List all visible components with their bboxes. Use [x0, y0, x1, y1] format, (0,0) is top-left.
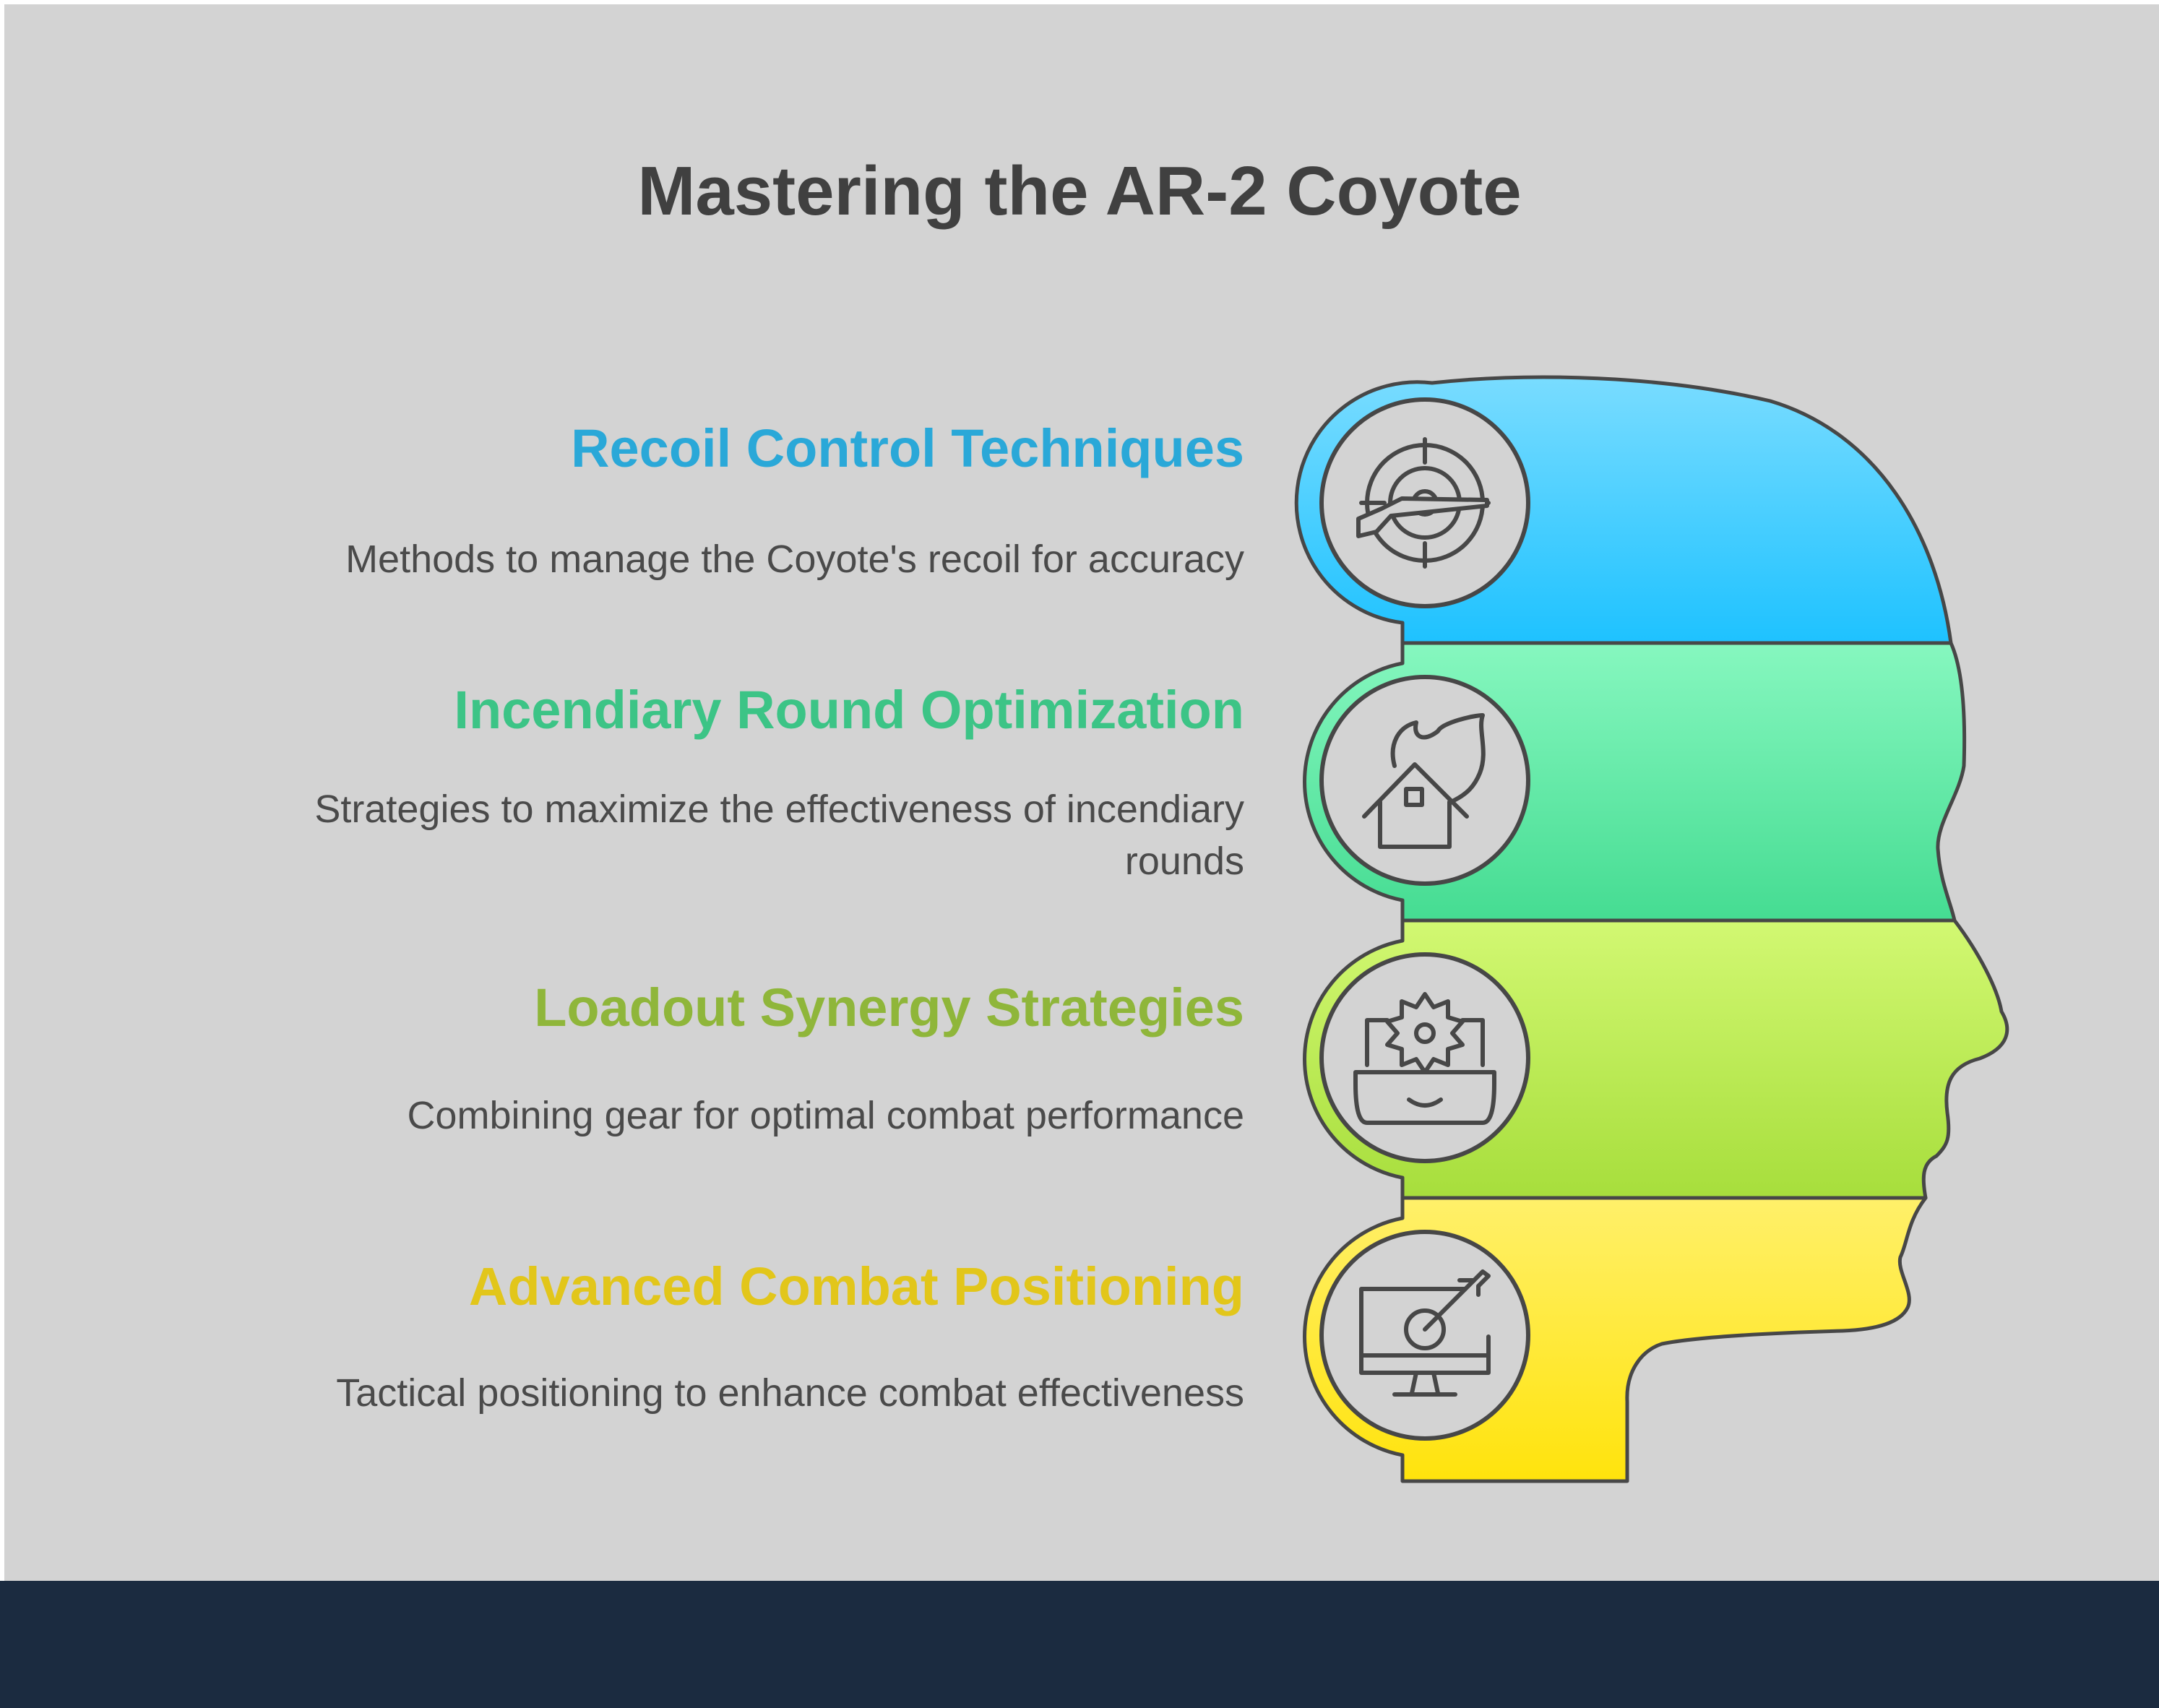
topic-description-positioning: Tactical positioning to enhance combat e…	[336, 1371, 1244, 1415]
topic-heading-incendiary: Incendiary Round Optimization	[454, 680, 1244, 740]
house-fire-icon	[1362, 713, 1486, 849]
topic-description-incendiary: Strategies to maximize the effectiveness…	[314, 788, 1244, 883]
topic-heading-loadout: Loadout Synergy Strategies	[534, 978, 1244, 1038]
topic-heading-positioning: Advanced Combat Positioning	[468, 1256, 1244, 1316]
footer-bar	[0, 1581, 2159, 1708]
topic-description-loadout: Combining gear for optimal combat perfor…	[407, 1094, 1244, 1137]
crosshair-rifle-icon	[1356, 437, 1491, 569]
icon-circle-2	[1319, 675, 1530, 886]
laptop-gear-icon	[1353, 992, 1496, 1125]
topic-description-recoil: Methods to manage the Coyote's recoil fo…	[345, 538, 1244, 581]
icon-circle-3	[1319, 952, 1530, 1163]
page-title: Mastering the AR-2 Coyote	[637, 152, 1522, 230]
monitor-target-icon	[1359, 1269, 1491, 1397]
icon-circle-4	[1319, 1230, 1530, 1441]
topic-heading-recoil: Recoil Control Techniques	[571, 418, 1244, 478]
